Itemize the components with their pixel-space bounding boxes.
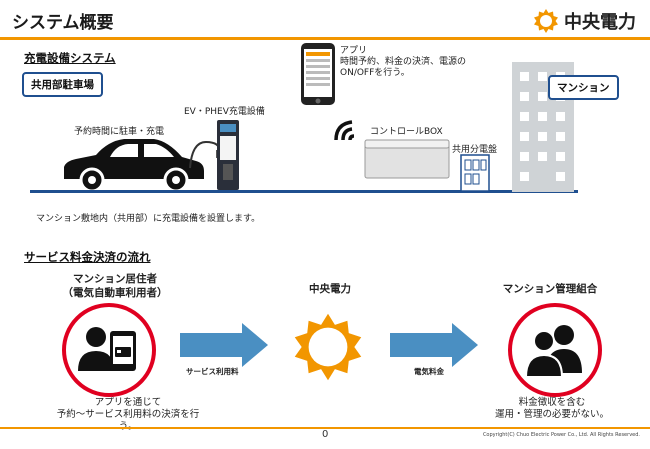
mansion-label: マンション [548, 75, 619, 100]
logo-text: 中央電力 [564, 12, 636, 33]
page-number: 0 [322, 429, 329, 440]
section-title-charging-system: 充電設備システム [24, 51, 116, 65]
control-box-label: コントロールBOX [370, 127, 443, 137]
resident-caption: アプリを通じて 予約～サービス利用料の決済を行う。 [48, 397, 208, 433]
app-description: アプリ 時間予約、料金の決済、電源の ON/OFFを行う。 [340, 46, 466, 79]
arrow-service-fee [180, 323, 268, 367]
title-divider [0, 37, 650, 40]
arrow-service-fee-label: サービス利用料 [186, 367, 239, 376]
installation-caption: マンション敷地内（共用部）に充電設備を設置します。 [36, 214, 261, 224]
association-caption-line2: 運用・管理の必要がない。 [494, 409, 609, 420]
copyright-text: Copyright(C) Chuo Electric Power Co., Lt… [482, 432, 640, 438]
association-circle [508, 303, 602, 397]
page-title: システム概要 [12, 13, 114, 33]
panel-label: 共用分電盤 [452, 145, 498, 155]
association-caption-line1: 料金徴収を含む [518, 397, 586, 408]
arrow-electricity-fee [390, 323, 478, 367]
company-title: 中央電力 [309, 283, 351, 295]
charger-label: EV・PHEV充電設備 [184, 107, 265, 117]
ev-charger-icon [217, 120, 239, 190]
wireless-signal-icon [334, 120, 355, 141]
resident-caption-line1: アプリを通じて [94, 397, 162, 408]
resident-circle [62, 303, 156, 397]
control-box-icon [364, 139, 450, 179]
company-sun-icon [294, 313, 362, 381]
section-title-payment-flow: サービス料金決済の流れ [24, 250, 151, 264]
app-label-line1: アプリ [340, 46, 368, 56]
footer-divider [0, 427, 650, 429]
association-title: マンション管理組合 [502, 283, 598, 295]
resident-with-phone-icon [78, 327, 136, 371]
resident-title: マンション居住者 （電気自動車利用者） [40, 272, 190, 300]
arrow-electricity-fee-label: 電気料金 [414, 367, 444, 376]
resident-title-line2: （電気自動車利用者） [62, 287, 168, 299]
company-logo: 中央電力 [533, 8, 636, 34]
reserve-label: 予約時間に駐車・充電 [74, 127, 165, 137]
people-group-icon [524, 325, 582, 378]
app-label-line2: 時間予約、料金の決済、電源の [340, 57, 467, 67]
ground-line [30, 190, 578, 193]
resident-title-line1: マンション居住者 [73, 273, 157, 285]
distribution-panel-icon [460, 154, 490, 192]
app-label-line3: ON/OFFを行う。 [340, 68, 410, 78]
association-caption: 料金徴収を含む 運用・管理の必要がない。 [482, 397, 622, 421]
resident-caption-line2: 予約～サービス利用料の決済を行う。 [56, 409, 200, 432]
smartphone-app-icon [301, 43, 335, 105]
car-icon [64, 139, 204, 193]
location-label: 共用部駐車場 [22, 72, 103, 97]
sun-logo-icon [534, 9, 558, 33]
mansion-building-icon [512, 62, 574, 192]
